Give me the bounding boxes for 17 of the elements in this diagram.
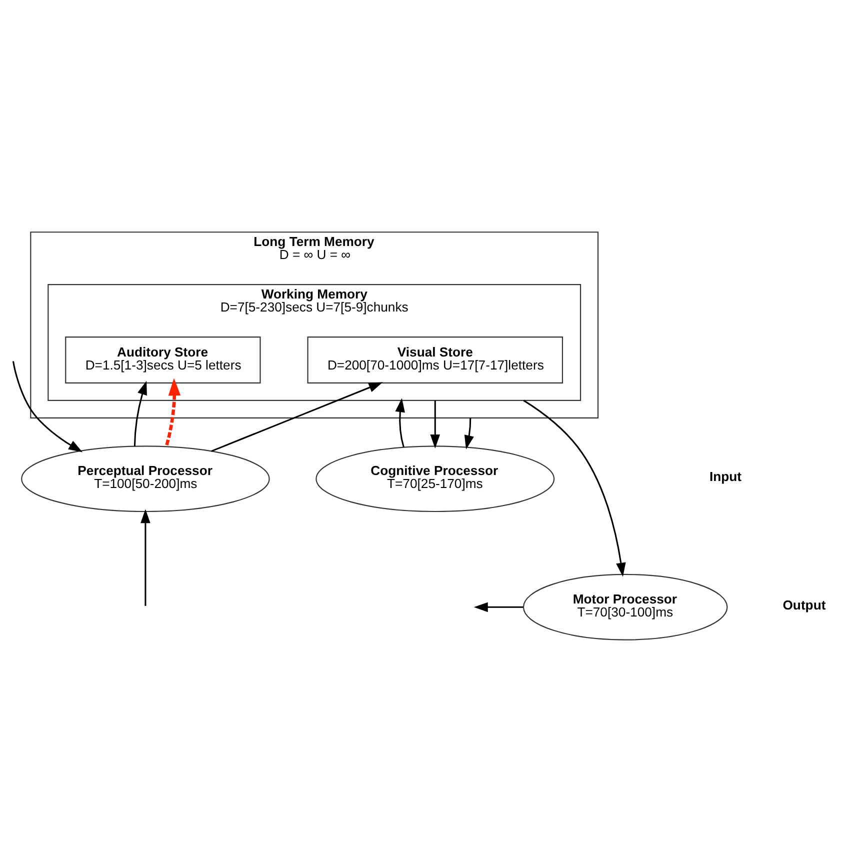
arrow (464, 417, 474, 449)
arrow (474, 602, 524, 612)
node-box: Visual Store D=200[70-1000]ms U=17[7-17]letters (307, 336, 564, 384)
arrow (395, 398, 405, 447)
node-ellipse: Perceptual Processor T=100[50-200]ms (21, 445, 270, 512)
arrow (134, 380, 147, 446)
arrow (164, 378, 181, 447)
label: Output (782, 596, 826, 612)
node-ellipse: Motor Processor T=70[30-100]ms (522, 573, 728, 640)
arrow (12, 360, 83, 452)
arrow (523, 399, 626, 576)
node-box: Auditory Store D=1.5[1-3]secs U=5 letters (65, 336, 261, 384)
arrow (211, 382, 383, 452)
arrow (430, 400, 440, 448)
label: Input (710, 468, 742, 484)
node-ellipse: Cognitive Processor T=70[25-170]ms (316, 445, 555, 512)
arrow (140, 508, 150, 606)
